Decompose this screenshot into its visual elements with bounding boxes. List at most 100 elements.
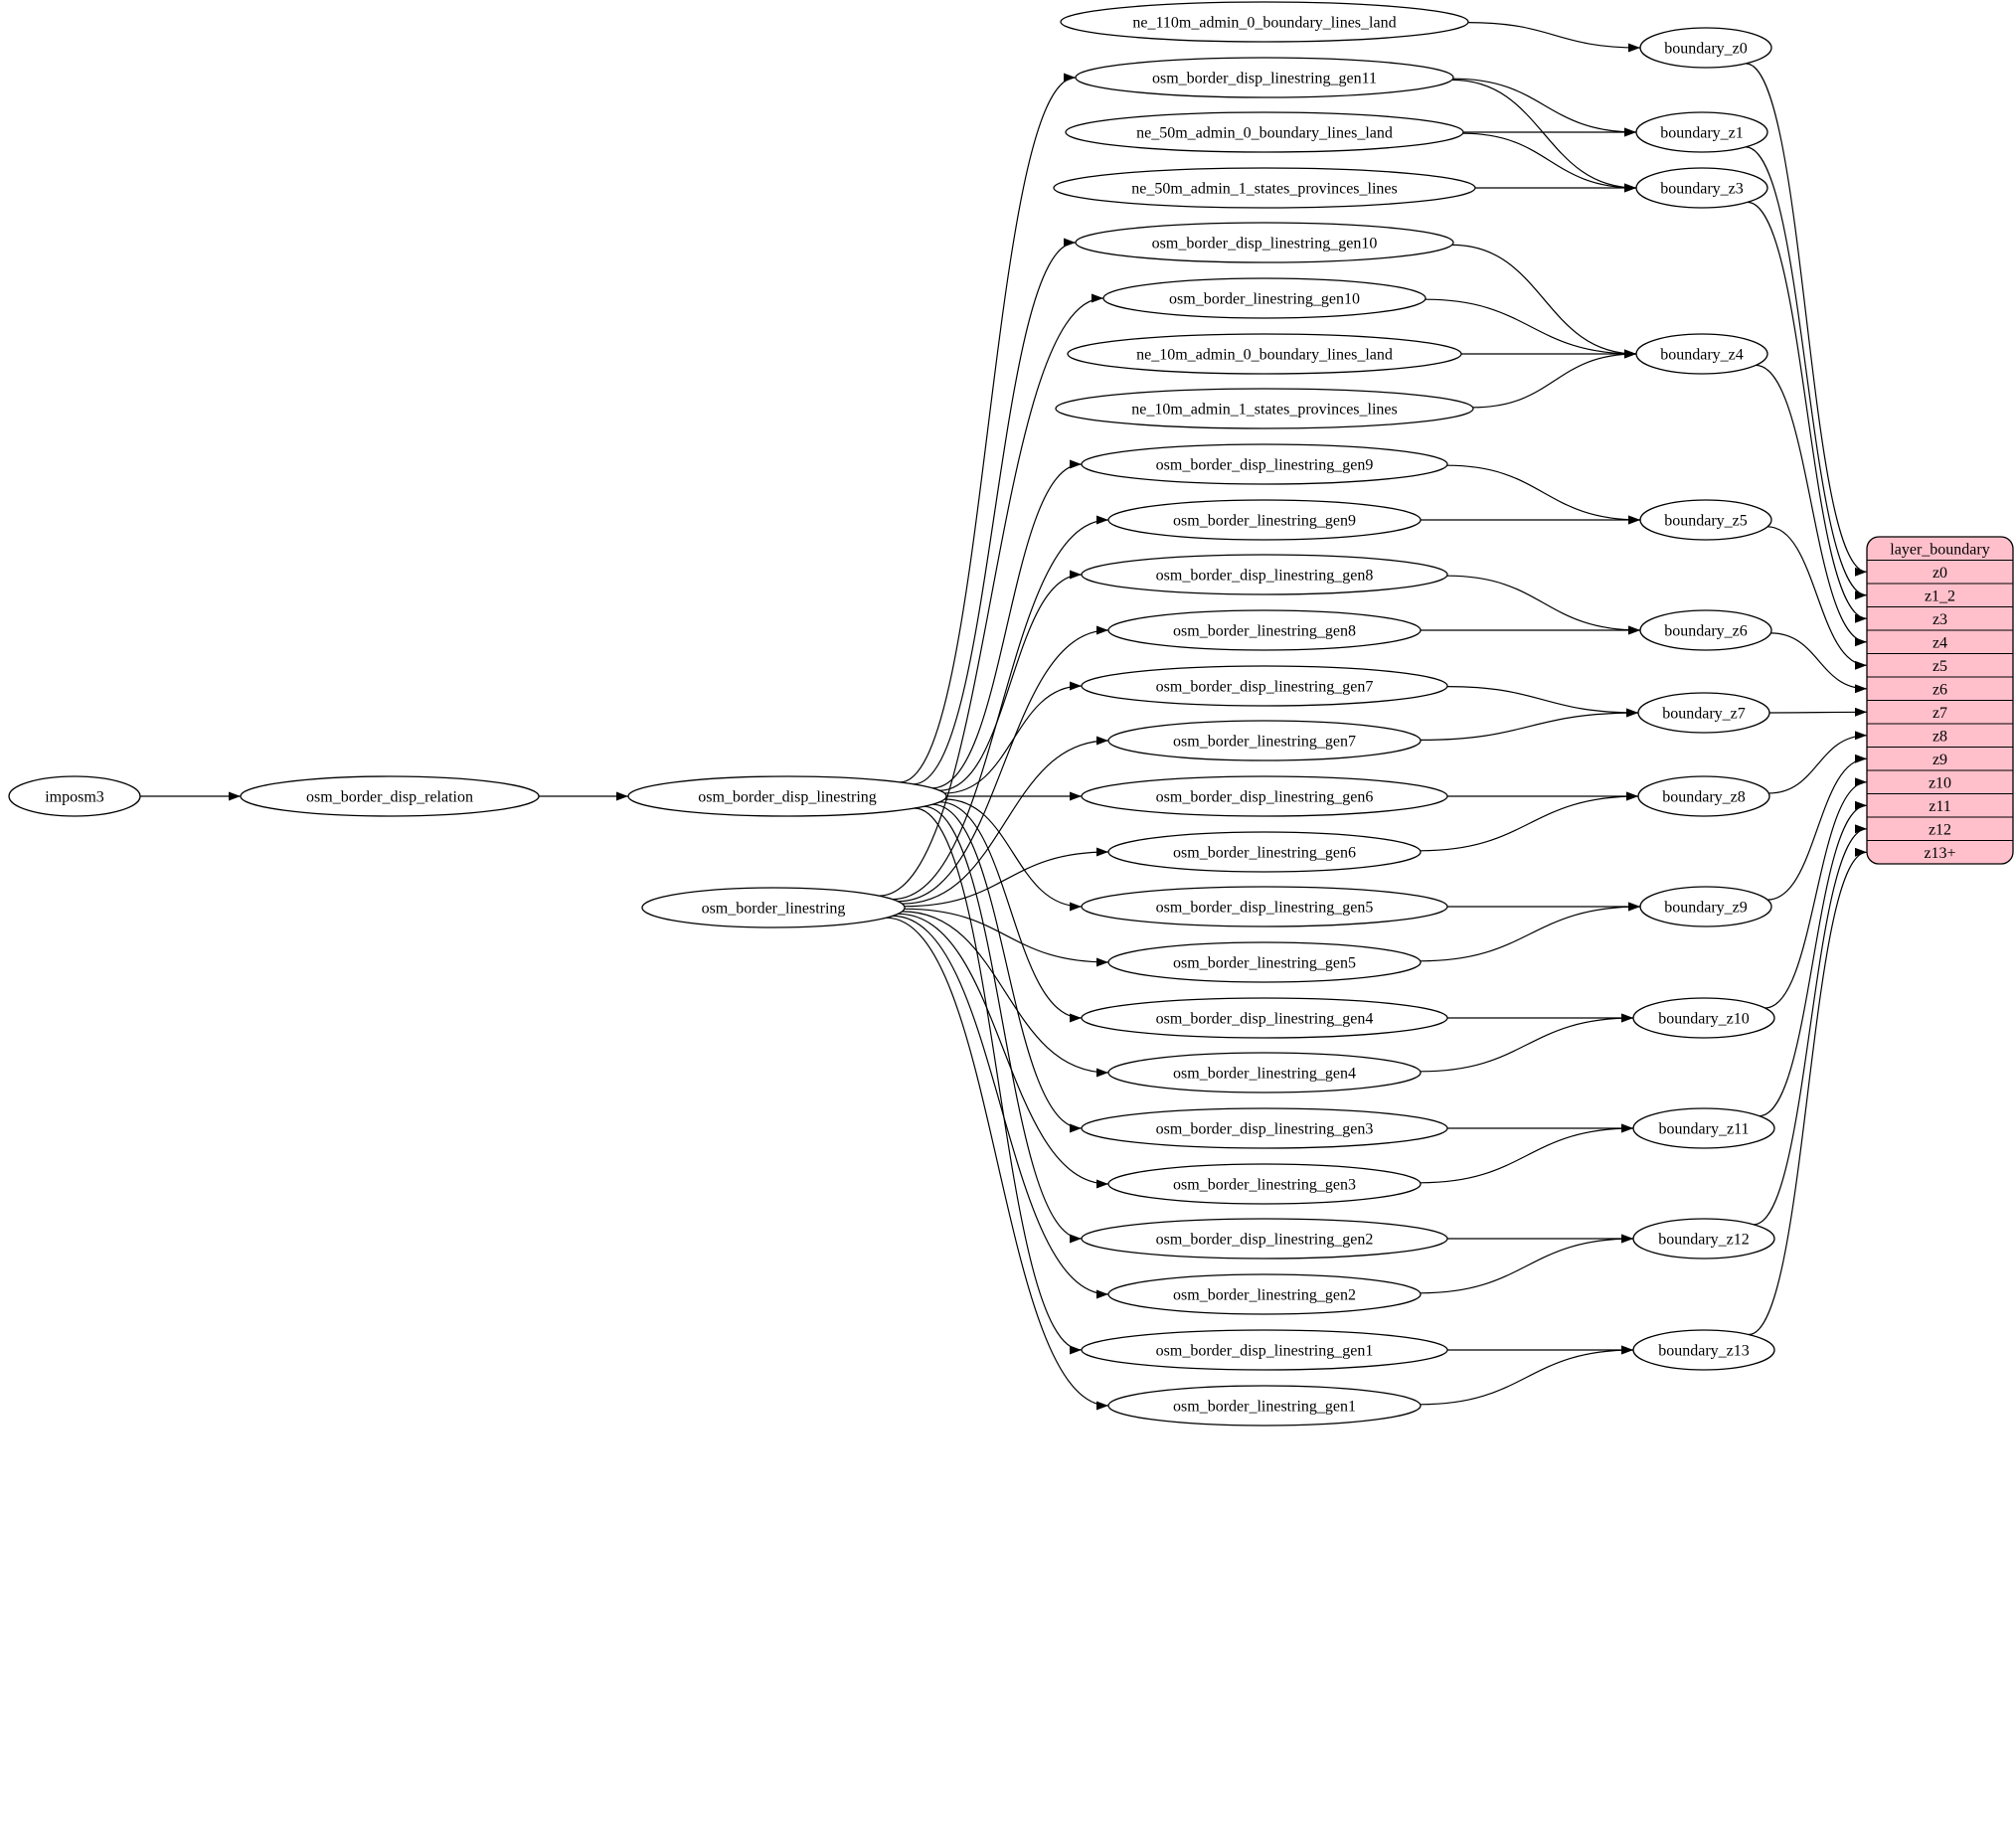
node-ne_10m_admin_0_boundary_lines_land: ne_10m_admin_0_boundary_lines_land <box>1067 333 1462 375</box>
node-osm_border_disp_relation: osm_border_disp_relation <box>240 775 540 817</box>
edge-osm_border_disp_linestring-osm_border_disp_linestring_gen3 <box>931 803 1083 1133</box>
node-ellipse <box>1639 609 1772 651</box>
node-label: osm_border_linestring_gen4 <box>1173 1066 1356 1083</box>
node-osm_border_linestring: osm_border_linestring <box>641 887 906 928</box>
edge-osm_border_linestring_gen2-boundary_z12 <box>1420 1234 1634 1294</box>
edge-osm_border_linestring_gen5-boundary_z9 <box>1420 902 1641 962</box>
node-ellipse <box>1075 57 1454 98</box>
edge-osm_border_disp_linestring-osm_border_disp_linestring_gen1 <box>914 807 1083 1355</box>
table-row-z3: z3 <box>1932 611 1947 628</box>
node-osm_border_disp_linestring_gen8: osm_border_disp_linestring_gen8 <box>1081 554 1448 595</box>
node-label: osm_border_linestring_gen9 <box>1173 513 1356 530</box>
node-label: boundary_z12 <box>1658 1232 1750 1249</box>
node-label: boundary_z11 <box>1659 1121 1750 1138</box>
node-label: osm_border_disp_linestring_gen5 <box>1156 900 1374 917</box>
node-label: osm_border_disp_linestring_gen8 <box>1156 568 1374 585</box>
node-label: osm_border_linestring <box>702 901 846 918</box>
table-row-z12: z12 <box>1929 821 1951 838</box>
edge-boundary_z11-layer_boundary-z11 <box>1759 800 1868 1117</box>
node-label: ne_110m_admin_0_boundary_lines_land <box>1132 15 1396 32</box>
node-label: osm_border_disp_linestring_gen11 <box>1152 71 1377 87</box>
node-ellipse <box>1102 277 1427 319</box>
node-ellipse <box>8 775 141 817</box>
edge-boundary_z8-layer_boundary-z8 <box>1768 731 1868 794</box>
node-osm_border_disp_linestring_gen9: osm_border_disp_linestring_gen9 <box>1081 443 1448 485</box>
node-ellipse <box>1637 692 1770 734</box>
table-row-z4: z4 <box>1932 634 1947 651</box>
node-label: boundary_z8 <box>1662 789 1746 806</box>
node-boundary_z1: boundary_z1 <box>1635 111 1768 153</box>
edge-osm_border_disp_linestring_gen9-boundary_z5 <box>1446 464 1641 525</box>
node-osm_border_disp_linestring_gen3: osm_border_disp_linestring_gen3 <box>1081 1107 1448 1149</box>
node-boundary_z0: boundary_z0 <box>1639 27 1772 69</box>
node-label: osm_border_linestring_gen3 <box>1173 1177 1356 1194</box>
node-boundary_z3: boundary_z3 <box>1635 167 1768 209</box>
node-label: boundary_z6 <box>1664 623 1748 640</box>
node-ne_10m_admin_1_states_provinces_lines: ne_10m_admin_1_states_provinces_lines <box>1055 388 1474 429</box>
node-boundary_z9: boundary_z9 <box>1639 886 1772 927</box>
edge-osm_border_linestring_gen7-boundary_z7 <box>1420 708 1639 741</box>
edge-ne_110m_admin_0_boundary_lines_land-boundary_z0 <box>1467 22 1641 53</box>
edge-osm_border_disp_linestring-osm_border_disp_linestring_gen2 <box>924 805 1083 1244</box>
node-label: osm_border_disp_linestring_gen7 <box>1156 679 1374 696</box>
edge-osm_border_linestring_gen10-boundary_z4 <box>1425 298 1637 359</box>
node-ellipse <box>1081 1107 1448 1149</box>
node-osm_border_linestring_gen9: osm_border_linestring_gen9 <box>1107 499 1422 541</box>
edge-osm_border_linestring-osm_border_linestring_gen8 <box>898 625 1109 903</box>
node-ellipse <box>1107 1385 1422 1427</box>
node-label: osm_border_linestring_gen2 <box>1173 1287 1356 1304</box>
edge-ne_50m_admin_0_boundary_lines_land-boundary_z3 <box>1462 132 1637 193</box>
node-layer-boundary-table: layer_boundaryz0z1_2z3z4z5z6z7z8z9z10z11… <box>1866 536 2014 865</box>
node-ellipse <box>1081 554 1448 595</box>
node-label: boundary_z13 <box>1658 1343 1750 1360</box>
node-ellipse <box>1081 1218 1448 1260</box>
node-ellipse <box>1107 1273 1422 1315</box>
node-ellipse <box>1107 1163 1422 1205</box>
node-boundary_z8: boundary_z8 <box>1637 775 1770 817</box>
node-ellipse <box>1081 886 1448 927</box>
node-osm_border_disp_linestring_gen6: osm_border_disp_linestring_gen6 <box>1081 775 1448 817</box>
node-label: osm_border_linestring_gen6 <box>1173 845 1356 862</box>
edge-boundary_z4-layer_boundary-z4 <box>1756 364 1868 647</box>
edge-osm_border_disp_linestring-osm_border_disp_linestring_gen5 <box>944 798 1083 912</box>
node-ellipse <box>1632 1107 1775 1149</box>
node-osm_border_disp_linestring_gen7: osm_border_disp_linestring_gen7 <box>1081 665 1448 707</box>
edge-boundary_z9-layer_boundary-z9 <box>1766 754 1868 901</box>
edge-osm_border_linestring-osm_border_linestring_gen9 <box>892 515 1109 901</box>
node-label: osm_border_disp_linestring_gen4 <box>1156 1011 1374 1028</box>
edge-layer <box>139 22 1868 1411</box>
node-boundary_z11: boundary_z11 <box>1632 1107 1775 1149</box>
node-boundary_z5: boundary_z5 <box>1639 499 1772 541</box>
node-ellipse <box>1081 665 1448 707</box>
table-row-z11: z11 <box>1929 798 1951 815</box>
table-row-z10: z10 <box>1929 774 1951 791</box>
node-ellipse <box>1107 941 1422 983</box>
node-ellipse <box>1639 886 1772 927</box>
node-boundary_z10: boundary_z10 <box>1632 997 1775 1039</box>
node-osm_border_linestring_gen6: osm_border_linestring_gen6 <box>1107 831 1422 873</box>
node-label: osm_border_disp_linestring_gen6 <box>1156 789 1374 806</box>
edge-osm_border_linestring-osm_border_linestring_gen10 <box>879 293 1104 897</box>
edge-boundary_z3-layer_boundary-z3 <box>1747 201 1868 623</box>
node-ellipse <box>1632 1329 1775 1371</box>
node-ellipse <box>1081 997 1448 1039</box>
node-label: ne_50m_admin_1_states_provinces_lines <box>1131 181 1398 198</box>
node-ellipse <box>1107 720 1422 761</box>
node-ne_110m_admin_0_boundary_lines_land: ne_110m_admin_0_boundary_lines_land <box>1060 1 1469 43</box>
node-ne_50m_admin_1_states_provinces_lines: ne_50m_admin_1_states_provinces_lines <box>1053 167 1476 209</box>
edge-boundary_z0-layer_boundary-z0 <box>1746 63 1868 577</box>
node-label: osm_border_disp_linestring <box>698 789 877 806</box>
edge-osm_border_linestring-osm_border_linestring_gen7 <box>902 736 1109 905</box>
node-ellipse <box>627 775 947 817</box>
node-label: ne_10m_admin_0_boundary_lines_land <box>1136 347 1393 364</box>
edge-osm_border_disp_linestring_gen10-boundary_z4 <box>1451 244 1637 359</box>
node-osm_border_disp_linestring_gen1: osm_border_disp_linestring_gen1 <box>1081 1329 1448 1371</box>
edge-ne_10m_admin_1_states_provinces_lines-boundary_z4 <box>1472 349 1637 409</box>
node-label: osm_border_disp_relation <box>306 789 473 806</box>
node-ellipse <box>1107 609 1422 651</box>
node-label: ne_50m_admin_0_boundary_lines_land <box>1136 125 1393 142</box>
table-header: layer_boundary <box>1890 541 1989 558</box>
node-osm_border_linestring_gen1: osm_border_linestring_gen1 <box>1107 1385 1422 1427</box>
